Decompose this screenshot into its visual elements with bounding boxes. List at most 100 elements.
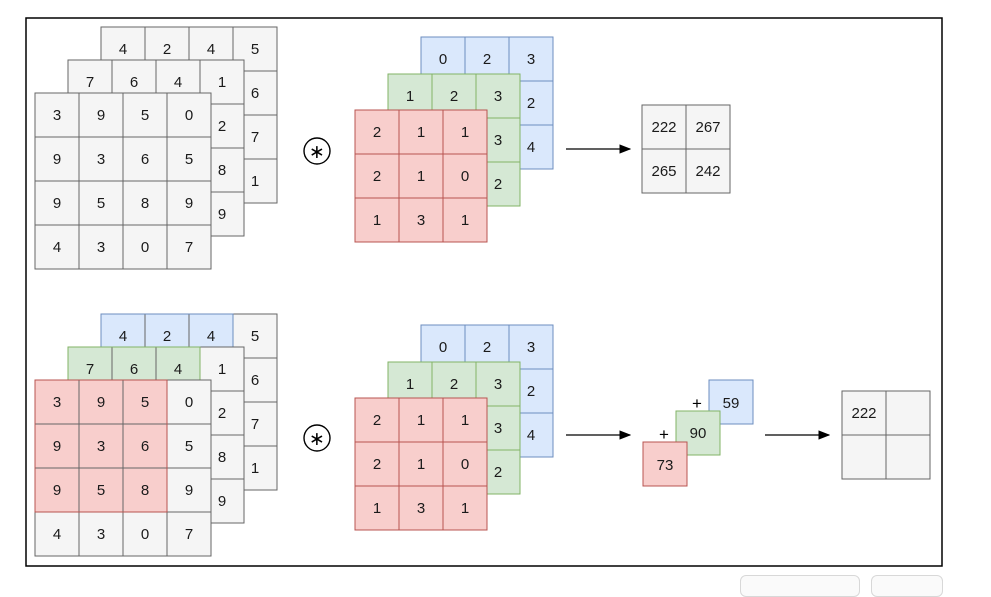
cell-value: 3 [527,339,535,356]
footer-button-left[interactable] [740,575,860,597]
partial-sum-red-box [642,441,688,487]
cell-value: 2 [163,328,171,345]
cell-value: 3 [494,376,502,393]
cell-value: 5 [141,394,149,411]
cell-value: 3 [417,212,425,229]
cell-value: 2 [163,41,171,58]
cell-value: 7 [86,361,94,378]
cell-value: 8 [218,162,226,179]
cell-value: 267 [695,119,720,136]
cell-value: 5 [251,41,259,58]
plus-sign-green: + [659,425,669,444]
grid-cell [78,423,124,469]
cell-value: 1 [251,173,259,190]
cell-value: 8 [141,195,149,212]
grid-cell [354,197,400,243]
cell-value: 2 [483,51,491,68]
conv-operator-bottom: ∗ [303,424,331,452]
cell-value: 3 [494,88,502,105]
cell-value: 2 [450,88,458,105]
cell-value: 9 [218,206,226,223]
cell-value: 4 [53,526,61,543]
cell-value: 9 [53,482,61,499]
footer-button-right[interactable] [871,575,943,597]
cell-value: 6 [251,85,259,102]
cell-value: 4 [527,427,535,444]
grid-cell [122,467,168,513]
cell-value: 2 [373,124,381,141]
output-feature-map-bottom: 222 [841,390,931,480]
bottom-output-grid: 222 [841,390,931,480]
cell-value: 242 [695,163,720,180]
cell-value: 2 [373,168,381,185]
grid-cell [34,224,80,270]
cell-value: 6 [251,372,259,389]
grid-cell [34,92,80,138]
cell-value: 3 [97,151,105,168]
cell-value: 0 [185,394,193,411]
cell-value: 1 [417,168,425,185]
cell-value: 4 [174,74,182,91]
cell-value: 4 [207,328,215,345]
grid-cell [398,197,444,243]
conv-symbol: ∗ [309,141,325,163]
cell-value: 3 [53,107,61,124]
cell-value: 0 [185,107,193,124]
cell-value: 2 [218,118,226,135]
cell-value: 4 [527,139,535,156]
cell-value: 6 [141,151,149,168]
cell-value: 3 [494,420,502,437]
grid-cell [841,434,887,480]
cell-value: 1 [218,74,226,91]
highlight-region [34,379,168,513]
cell-value: 3 [53,394,61,411]
grid-cell [122,511,168,557]
grid-cell [34,423,80,469]
plus-sign-blue: + [692,394,702,413]
cell-value: 5 [251,328,259,345]
cell-value: 1 [373,500,381,517]
grid-cell [122,224,168,270]
cell-value: 1 [373,212,381,229]
cell-value: 1 [406,376,414,393]
cell-value: 4 [207,41,215,58]
cell-value: 5 [141,107,149,124]
grid-cell [641,148,687,194]
cell-value: 9 [97,107,105,124]
conv-symbol: ∗ [309,428,325,450]
cell-value: 2 [373,456,381,473]
cell-value: 9 [53,438,61,455]
cell-value: 5 [97,195,105,212]
cell-value: 4 [174,361,182,378]
cell-value: 6 [141,438,149,455]
cell-value: 1 [417,412,425,429]
partial-sum-blue: 59 [723,395,740,412]
grid-cell [166,92,212,138]
cell-value: 3 [97,239,105,256]
grid-cell [78,467,124,513]
cell-value: 222 [851,405,876,422]
cell-value: 6 [130,361,138,378]
cell-value: 7 [86,74,94,91]
grid-cell [78,511,124,557]
cell-value: 3 [494,132,502,149]
cell-value: 7 [251,416,259,433]
cell-value: 7 [185,239,193,256]
cell-value: 9 [53,195,61,212]
cell-value: 1 [461,500,469,517]
cell-value: 0 [461,168,469,185]
grid-cell [166,511,212,557]
cell-value: 2 [494,176,502,193]
cell-value: 222 [651,119,676,136]
grid-cell [354,441,400,487]
cell-value: 7 [185,526,193,543]
grid-cell [885,390,931,436]
cell-value: 4 [53,239,61,256]
cell-value: 1 [218,361,226,378]
